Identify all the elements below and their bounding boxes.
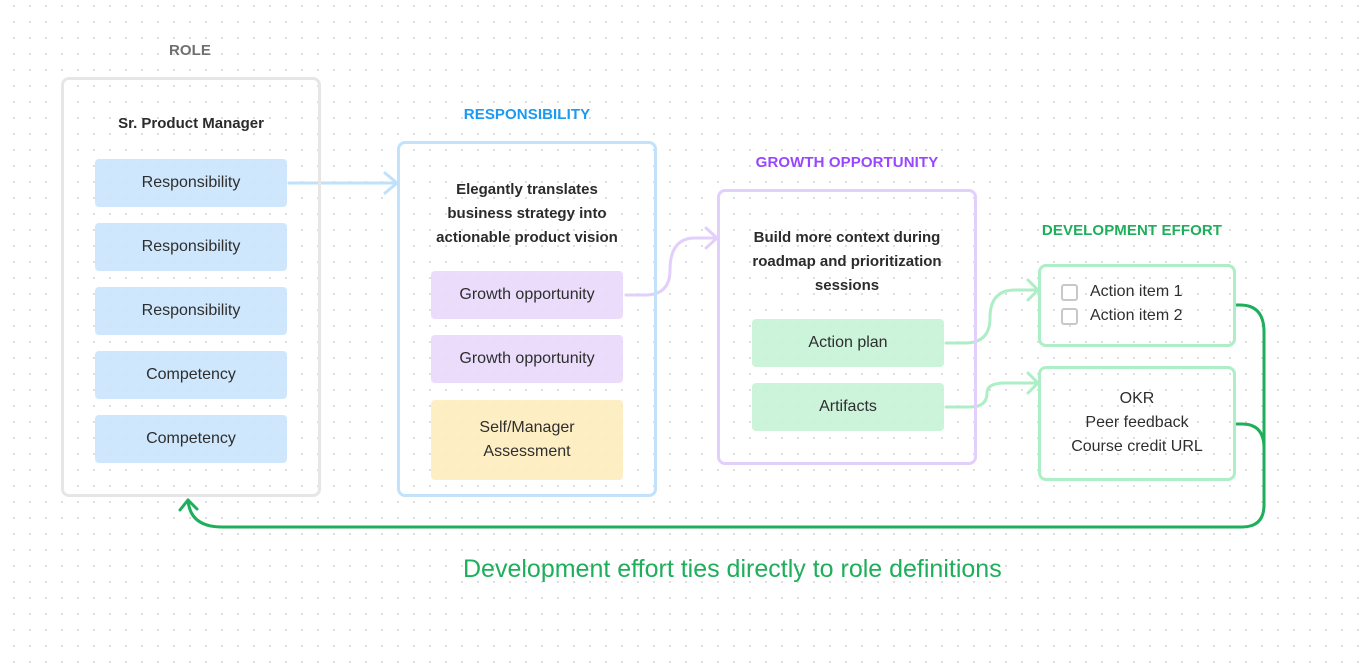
growth-title-line-3: sessions [814, 277, 880, 294]
evidence-okr: OKR [1119, 390, 1155, 407]
arrowhead-evidence [1026, 371, 1040, 395]
evidence-list: OKR Peer feedback Course credit URL [1038, 387, 1236, 459]
role-item-competency-2[interactable]: Competency [95, 415, 287, 463]
growth-column-label: GROWTH OPPORTUNITY [755, 154, 939, 171]
role-card[interactable]: Sr. Product Manager [61, 77, 321, 497]
evidence-peer-feedback: Peer feedback [1085, 414, 1189, 431]
action-items-card[interactable] [1038, 264, 1236, 347]
action-item-2-label: Action item 2 [1090, 307, 1183, 324]
responsibility-item-assessment[interactable]: Self/Manager Assessment [431, 400, 623, 480]
growth-title-line-2: roadmap and prioritization [752, 253, 942, 270]
responsibility-title-line-2: business strategy into [447, 205, 607, 222]
growth-card[interactable]: Build more context during roadmap and pr… [717, 189, 977, 465]
responsibility-item-growth-2[interactable]: Growth opportunity [431, 335, 623, 383]
role-item-responsibility-2[interactable]: Responsibility [95, 223, 287, 271]
responsibility-title: Elegantly translates business strategy i… [400, 178, 654, 250]
growth-title-line-1: Build more context during [753, 229, 941, 246]
evidence-card[interactable] [1038, 366, 1236, 481]
arrowhead-action-items [1026, 278, 1040, 302]
growth-item-artifacts[interactable]: Artifacts [752, 383, 944, 431]
action-item-2-checkbox[interactable] [1061, 307, 1078, 325]
growth-title: Build more context during roadmap and pr… [720, 226, 974, 298]
action-item-1-label: Action item 1 [1090, 283, 1183, 300]
role-item-responsibility-3[interactable]: Responsibility [95, 287, 287, 335]
responsibility-column-label: RESPONSIBILITY [463, 106, 591, 123]
growth-item-action-plan[interactable]: Action plan [752, 319, 944, 367]
responsibility-title-line-3: actionable product vision [436, 229, 618, 246]
responsibility-card[interactable]: Elegantly translates business strategy i… [397, 141, 657, 497]
responsibility-title-line-1: Elegantly translates [456, 181, 598, 198]
role-item-competency-1[interactable]: Competency [95, 351, 287, 399]
development-column-label: DEVELOPMENT EFFORT [1041, 222, 1223, 239]
arrowhead-growth [704, 226, 719, 250]
arrowhead-responsibility [383, 171, 399, 195]
evidence-course-credit-url: Course credit URL [1071, 438, 1203, 455]
action-item-2[interactable]: Action item 2 [1061, 307, 1182, 325]
action-item-1[interactable]: Action item 1 [1061, 283, 1182, 301]
diagram-caption: Development effort ties directly to role… [463, 555, 1002, 583]
role-column-label: ROLE [168, 42, 212, 59]
role-item-responsibility-1[interactable]: Responsibility [95, 159, 287, 207]
responsibility-item-growth-1[interactable]: Growth opportunity [431, 271, 623, 319]
action-item-1-checkbox[interactable] [1061, 283, 1078, 301]
arrowhead-role [178, 498, 199, 512]
role-title: Sr. Product Manager [118, 115, 264, 132]
connector-feedback-branch [1234, 422, 1266, 450]
